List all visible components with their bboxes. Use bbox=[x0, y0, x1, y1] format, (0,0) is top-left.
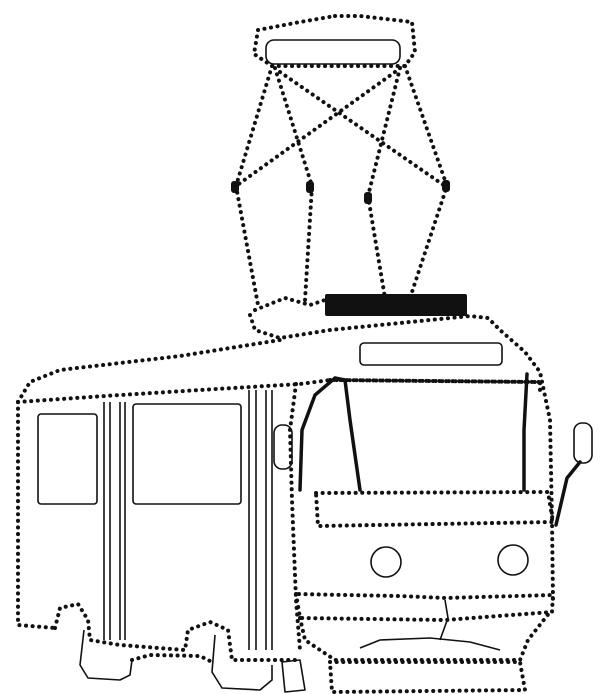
pantograph-joint-1 bbox=[231, 181, 239, 193]
roof-edge bbox=[16, 338, 282, 404]
pantograph-base bbox=[253, 296, 327, 312]
roof-outline bbox=[248, 313, 555, 602]
pantograph-collector-bar bbox=[265, 39, 401, 65]
pantograph-cross-brace-b bbox=[234, 70, 397, 188]
side-mirror-left bbox=[273, 424, 293, 470]
pantograph bbox=[231, 14, 450, 312]
front-lower-frame bbox=[298, 610, 552, 662]
side-doors bbox=[103, 390, 273, 650]
windshield-frame bbox=[328, 378, 542, 392]
rear-wheel-assembly bbox=[211, 634, 273, 691]
front-skirt bbox=[281, 659, 306, 693]
pantograph-joint-3 bbox=[364, 192, 372, 204]
pantograph-top-frame bbox=[252, 14, 417, 68]
side-window-left bbox=[37, 413, 98, 505]
pantograph-cross-arm-b bbox=[366, 66, 402, 300]
headlight-left bbox=[370, 546, 402, 578]
pantograph-right-arm bbox=[403, 64, 449, 300]
side-mirror-right bbox=[573, 422, 593, 464]
pantograph-joint-2 bbox=[306, 181, 314, 193]
pantograph-cross-brace-a bbox=[278, 70, 447, 188]
roof-equipment-box bbox=[325, 294, 467, 316]
skirt-line bbox=[53, 602, 302, 662]
pantograph-joint-4 bbox=[442, 180, 450, 192]
front-left-edge bbox=[288, 382, 302, 652]
side-window-center bbox=[132, 403, 242, 505]
underframe-detail bbox=[439, 599, 449, 641]
destination-sign bbox=[359, 342, 503, 366]
front-wheel-assembly bbox=[79, 629, 133, 681]
windshield-left-pillar bbox=[298, 376, 362, 492]
pantograph-left-arm bbox=[234, 64, 274, 307]
mirror-arm-right bbox=[554, 460, 582, 527]
windshield-right-pillar bbox=[522, 372, 529, 492]
front-bumper bbox=[328, 660, 527, 694]
front-upper-band bbox=[314, 490, 555, 528]
body-top-line bbox=[16, 378, 542, 404]
body-left-side bbox=[16, 400, 57, 630]
coupler bbox=[130, 653, 214, 664]
headlight-right bbox=[497, 544, 529, 576]
front-lower-panel bbox=[294, 592, 555, 622]
track-guard bbox=[359, 637, 501, 651]
